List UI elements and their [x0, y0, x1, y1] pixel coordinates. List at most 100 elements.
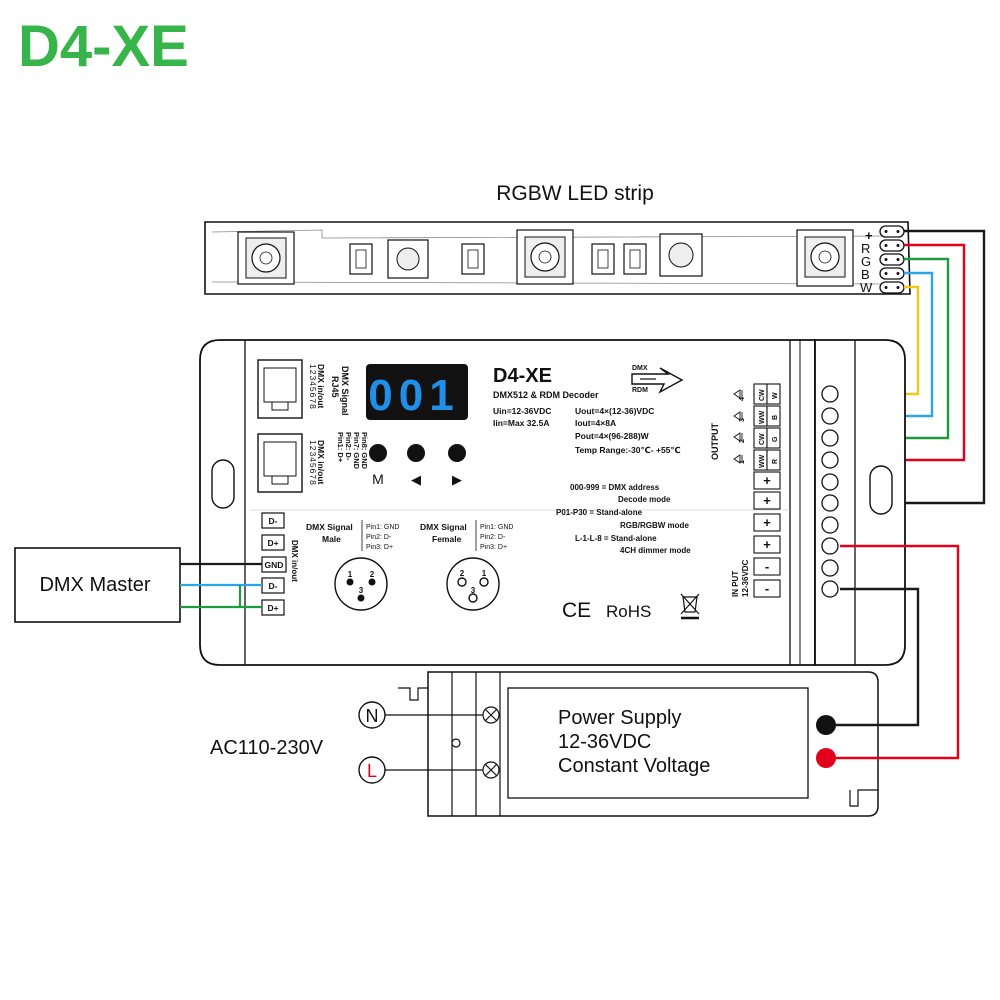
strip-terminal-plus: +	[865, 228, 873, 243]
dmx-terminal-block: D- D+ GND D- D+	[261, 512, 287, 616]
ce-mark: CE	[562, 599, 591, 622]
rj45-pins-1: 12345678	[308, 364, 318, 410]
mode-line-5: L-1-L-8 = Stand-alone	[575, 534, 657, 543]
controller-body	[199, 339, 906, 666]
live-label: L	[367, 761, 377, 781]
output-ch-1-a: WW	[759, 454, 766, 468]
rj45-signal-sub: RJ45	[330, 376, 340, 398]
minus-terminal-1: -	[765, 559, 769, 574]
output-diode-icons	[733, 389, 743, 464]
ps-line-3: Constant Voltage	[558, 755, 710, 777]
strip-resistor	[591, 243, 615, 275]
rj45-port	[257, 433, 303, 493]
power-wires	[836, 544, 960, 760]
xlr-male-pin3: Pin3: D+	[366, 544, 393, 551]
ps-line-2: 12-36VDC	[558, 731, 651, 753]
output-ch-3-b: B	[772, 415, 779, 420]
neutral-label: N	[366, 706, 379, 726]
ps-output-positive	[816, 748, 836, 768]
output-ch-1-b: R	[772, 459, 779, 464]
strip-terminal-g: G	[861, 254, 871, 269]
mounting-slot-left	[211, 459, 235, 509]
wire-plus-black	[840, 229, 986, 505]
xlr-female-num-3: 3	[471, 586, 476, 595]
xlr-female-title: DMX Signal	[420, 522, 467, 532]
spec-pout: Pout=4×(96-288)W	[575, 431, 650, 441]
plus-terminal-4: +	[763, 537, 771, 552]
led-chip	[237, 231, 295, 285]
right-button[interactable]	[448, 444, 466, 462]
page-title: D4-XE	[18, 14, 189, 79]
plus-terminal-2: +	[763, 493, 771, 508]
rj45-label-1: DMX in/out	[316, 364, 326, 409]
xlr-male-pin1: Pin1: GND	[366, 524, 399, 531]
xlr-female-num-1: 1	[482, 569, 487, 578]
power-supply-unit	[398, 671, 879, 817]
xlr-male-connector	[334, 557, 388, 611]
output-ch-2-a: CW	[759, 433, 766, 445]
dmx-master-label: DMX Master	[39, 574, 150, 596]
svg-text:D-: D-	[269, 516, 278, 526]
rj45-pinout-2: Pin2: D-	[344, 432, 353, 461]
rj45-signal-title: DMX Signal	[340, 366, 350, 416]
power-terminal-block	[753, 471, 781, 598]
led-chip	[796, 229, 854, 287]
xlr-female-pin2: Pin2: D-	[480, 534, 506, 541]
weee-bin-icon	[680, 593, 700, 620]
rohs-mark: RoHS	[606, 602, 651, 621]
ps-output-negative	[816, 715, 836, 735]
strip-terminal-b: B	[861, 267, 870, 282]
xlr-female-connector	[446, 557, 500, 611]
strip-terminal-r: R	[861, 241, 870, 256]
svg-text:D-: D-	[269, 581, 278, 591]
mode-line-1: 000-999 = DMX address	[570, 483, 660, 492]
ps-line-1: Power Supply	[558, 707, 681, 729]
dmx-wires	[180, 562, 262, 609]
device-subtitle: DMX512 & RDM Decoder	[493, 390, 599, 400]
mode-line-4: RGB/RGBW mode	[620, 521, 689, 530]
mode-line-2: Decode mode	[618, 495, 671, 504]
dmx-terminal-label: DMX in/out	[290, 540, 299, 582]
mode-line-6: 4CH dimmer mode	[620, 546, 691, 555]
xlr-female-sub: Female	[432, 534, 462, 544]
screw-terminals	[821, 385, 839, 598]
rj45-pins-2: 12345678	[308, 440, 318, 486]
svg-text:RDM: RDM	[632, 387, 648, 394]
output-terminal-block	[753, 383, 781, 471]
output-ch-2-b: G	[772, 436, 779, 442]
rj45-pinout-1: Pin1: D+	[336, 432, 345, 463]
strip-ic	[387, 239, 429, 279]
strip-resistor	[461, 243, 485, 275]
mode-button[interactable]	[369, 444, 387, 462]
spec-uout: Uout=4×(12-36)VDC	[575, 406, 654, 416]
strip-pads	[879, 225, 905, 294]
xlr-male-title: DMX Signal	[306, 522, 353, 532]
strip-resistor	[349, 243, 373, 275]
strip-terminal-w: W	[860, 280, 873, 295]
xlr-male-num-2: 2	[370, 570, 375, 579]
output-ch-3-num: 3	[739, 418, 746, 422]
input-label: IN PUT	[731, 571, 740, 597]
spec-iout: Iout=4×8A	[575, 418, 616, 428]
output-label: OUTPUT	[710, 423, 720, 461]
right-button-label: ▶	[452, 472, 462, 487]
minus-terminal-2: -	[765, 581, 769, 596]
xlr-male-num-3: 3	[359, 586, 364, 595]
xlr-female-num-2: 2	[460, 569, 465, 578]
plus-terminal-1: +	[763, 473, 771, 488]
dmx-rdm-icon: DMX RDM	[631, 365, 684, 394]
spec-temp: Temp Range:-30℃- +55℃	[575, 445, 681, 455]
mode-line-3: P01-P30 = Stand-alone	[556, 508, 643, 517]
strip-ic	[659, 233, 703, 277]
led-chip	[516, 229, 574, 285]
output-ch-3-a: WW	[759, 410, 766, 424]
led-display	[366, 364, 468, 420]
rj45-pinout-4: Pin8: GND	[360, 432, 369, 470]
mounting-slot-right	[869, 465, 893, 515]
left-button[interactable]	[407, 444, 425, 462]
rj45-pinout-3: Pin7: GND	[352, 432, 361, 470]
ac-input-label: AC110-230V	[210, 737, 324, 759]
svg-text:D+: D+	[267, 603, 278, 613]
output-ch-2-num: 2	[739, 439, 746, 443]
